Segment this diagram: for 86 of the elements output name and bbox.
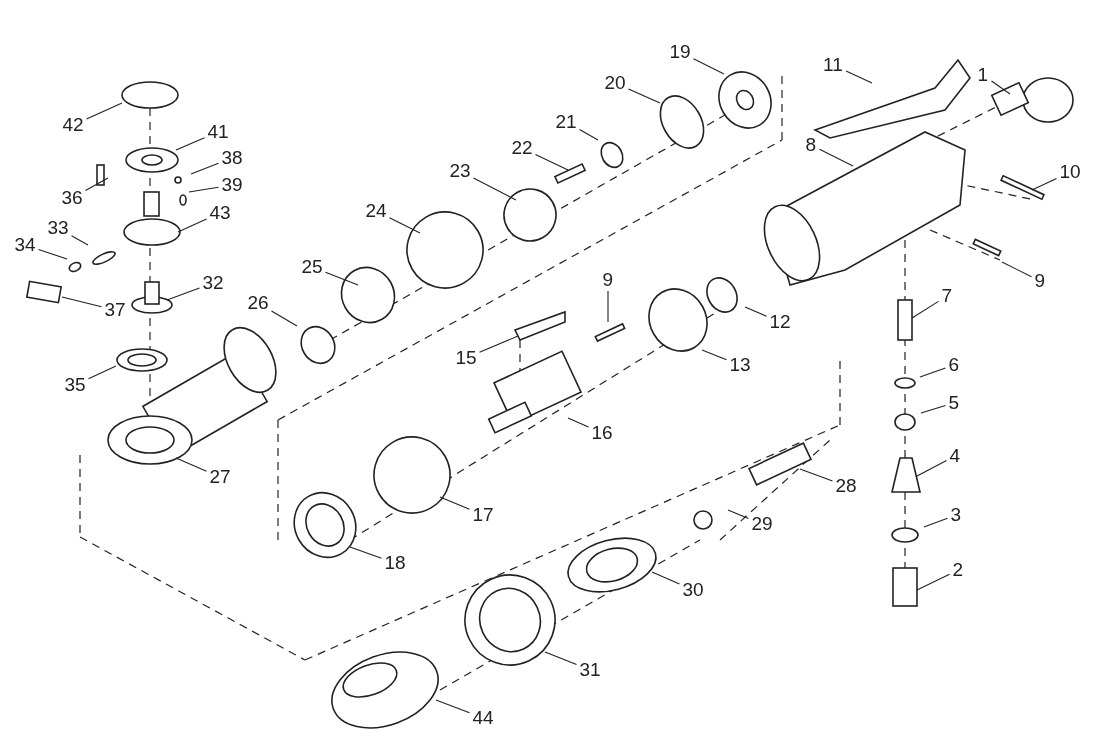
leader-line [349, 546, 383, 559]
leader-line [37, 248, 68, 260]
callout-number: 16 [590, 423, 614, 443]
callout-number: 33 [46, 218, 70, 238]
leader-line [534, 153, 569, 171]
callout-number: 32 [201, 273, 225, 293]
leader-line [270, 310, 298, 327]
callout-number: 17 [471, 505, 495, 525]
leader-line [920, 405, 947, 414]
callout-number: 31 [578, 660, 602, 680]
callout-number: 28 [834, 476, 858, 496]
leader-line [916, 459, 948, 477]
leader-line [87, 365, 117, 380]
leader-line [911, 300, 940, 319]
callout-number: 6 [947, 355, 961, 375]
callout-number: 38 [220, 148, 244, 168]
leader-line [692, 58, 725, 75]
callout-number: 18 [383, 553, 407, 573]
leader-line [85, 102, 123, 120]
callout-number: 10 [1058, 162, 1082, 182]
callout-number: 35 [63, 375, 87, 395]
callout-number: 25 [300, 257, 324, 277]
leader-line [701, 349, 728, 361]
leader-line [845, 70, 873, 84]
callout-number: 4 [948, 446, 962, 466]
callout-number: 19 [668, 42, 692, 62]
leader-line [61, 296, 103, 308]
leader-line [544, 651, 578, 666]
callout-number: 8 [804, 135, 818, 155]
leader-line [651, 571, 681, 585]
callout-number: 42 [61, 115, 85, 135]
leader-line [578, 129, 599, 141]
leader-line [627, 88, 661, 104]
leader-line [190, 162, 220, 175]
callout-number: 13 [728, 355, 752, 375]
callout-number: 20 [603, 73, 627, 93]
leader-line [324, 271, 359, 286]
leader-line [607, 290, 609, 323]
callout-number: 1 [976, 65, 990, 85]
callout-number: 34 [13, 235, 37, 255]
callout-number: 36 [60, 188, 84, 208]
leader-line [188, 186, 220, 193]
leader-line [439, 496, 471, 510]
callout-number: 21 [554, 112, 578, 132]
callout-number: 44 [471, 708, 495, 728]
leader-line [166, 287, 201, 301]
leader-line [175, 137, 206, 151]
leader-line [472, 177, 517, 201]
callout-number: 12 [768, 312, 792, 332]
leader-line [916, 573, 951, 591]
leader-line [177, 218, 208, 233]
leader-line [744, 306, 768, 317]
callout-number: 3 [949, 505, 963, 525]
leader-line [175, 457, 208, 472]
callout-number: 23 [448, 161, 472, 181]
leader-line [1001, 261, 1033, 278]
callout-number: 22 [510, 138, 534, 158]
leader-line [799, 468, 834, 482]
callout-number: 43 [208, 203, 232, 223]
callout-number: 5 [947, 393, 961, 413]
callout-number: 39 [220, 175, 244, 195]
leader-line [923, 517, 949, 528]
callout-number: 24 [364, 201, 388, 221]
leader-line [919, 367, 947, 378]
callout-number: 11 [822, 55, 844, 75]
leader-line [818, 148, 854, 167]
callout-number: 29 [750, 514, 774, 534]
leader-line [84, 177, 109, 192]
callout-number: 9 [601, 270, 615, 290]
leader-line [70, 235, 89, 246]
leader-line [435, 699, 471, 714]
callout-number: 41 [206, 122, 230, 142]
leader-line [990, 80, 1011, 95]
callout-number: 27 [208, 467, 232, 487]
callout-number: 30 [681, 580, 705, 600]
callout-number: 7 [940, 286, 954, 306]
leader-line [727, 509, 750, 519]
callout-number: 26 [246, 293, 270, 313]
callout-number: 9 [1033, 271, 1047, 291]
callout-number: 37 [103, 300, 127, 320]
leader-line [388, 217, 421, 234]
callout-number: 15 [454, 348, 478, 368]
leader-line [478, 335, 519, 353]
leader-line [567, 417, 590, 428]
leader-line [1031, 177, 1058, 191]
callout-number: 2 [951, 560, 965, 580]
